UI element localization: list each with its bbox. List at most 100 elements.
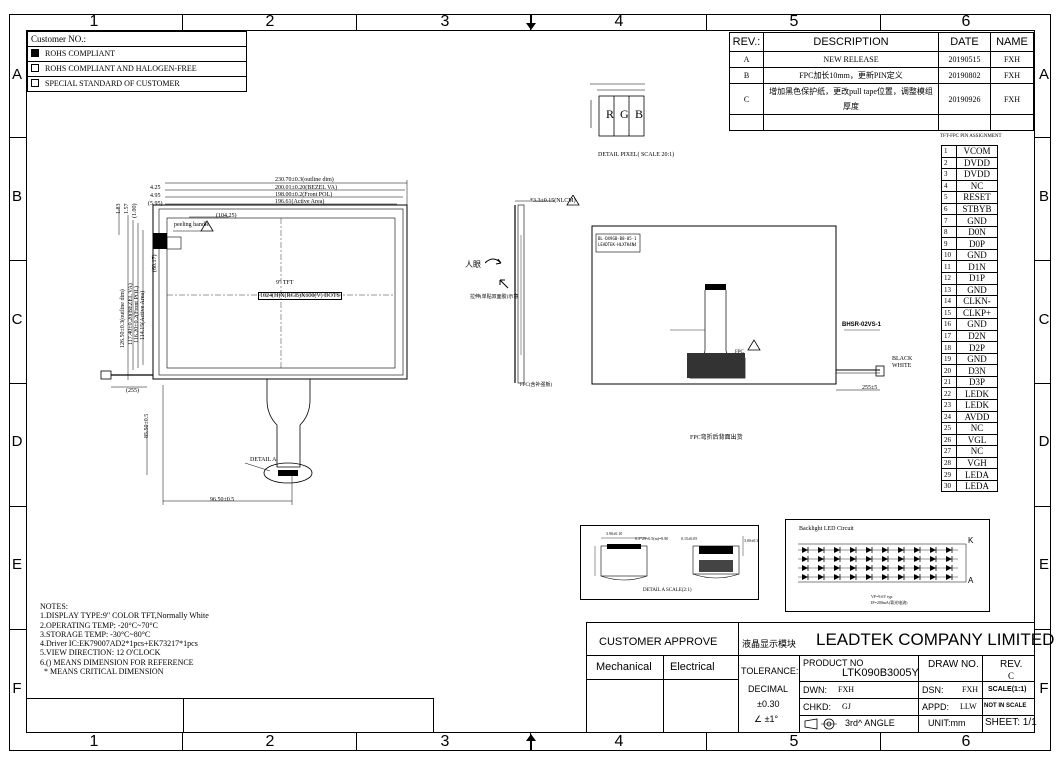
pin-signal: NC <box>956 179 998 193</box>
led-diode-icon <box>946 565 952 571</box>
pin-number: 26 <box>941 433 957 447</box>
pin-signal: D0P <box>956 237 998 250</box>
detail-a-box: 3.90±0.10 0.3*29+0.5(m)=8.90 0.15±0.05 3… <box>580 525 759 600</box>
led-diode-icon <box>930 547 936 553</box>
pin-number: 11 <box>941 260 957 273</box>
column-number: 2 <box>265 13 275 30</box>
led-diode-icon <box>882 574 888 580</box>
led-diode-icon <box>834 565 840 571</box>
pin-number: 17 <box>941 329 957 343</box>
electrical-label: Electrical <box>670 661 715 673</box>
column-number: 4 <box>614 733 624 750</box>
pin-number: 20 <box>941 364 957 377</box>
row-letter: C <box>1038 311 1050 328</box>
pin-number: 8 <box>941 225 957 239</box>
led-diode-icon <box>850 547 856 553</box>
led-diode-icon <box>882 565 888 571</box>
checkbox-checked-icon[interactable] <box>31 49 39 57</box>
checkbox-empty-icon[interactable] <box>31 64 39 72</box>
dim-bezel-width: 200.01±0.20(BEZEL VA) <box>275 185 338 191</box>
pin-signal: D3N <box>956 364 998 377</box>
led-diode-icon <box>834 574 840 580</box>
pin-number: 24 <box>941 410 957 424</box>
rear-view-caption: FPC弯折后背面出货 <box>690 435 743 441</box>
column-number: 5 <box>789 733 799 750</box>
resolution-label: 1024(H)X(RGB)X600(V) DOTS <box>258 292 342 300</box>
pin-signal: D1P <box>956 272 998 285</box>
detail-a-dim: 3.00±0.3 <box>744 538 759 543</box>
pin-number: 15 <box>941 306 957 320</box>
eye-label: 人眼 <box>465 260 481 269</box>
column-number: 1 <box>89 13 99 30</box>
bottom-left-divider <box>183 698 184 733</box>
compliance-option[interactable]: ROHS COMPLIANT AND HALOGEN-FREE <box>27 61 247 77</box>
row-letter: B <box>11 188 22 205</box>
dim-104: (104.25) <box>216 213 237 219</box>
pin-signal: LEDK <box>956 387 998 401</box>
led-diode-icon <box>834 556 840 562</box>
compliance-option[interactable]: SPECIAL STANDARD OF CUSTOMER <box>27 76 247 92</box>
pin-signal: D0N <box>956 225 998 239</box>
pin-table-title: TFT-FPC PIN ASSIGNMENT <box>940 134 1002 139</box>
pin-signal: VGL <box>956 433 998 447</box>
pin-signal: VGH <box>956 456 998 470</box>
led-diode-icon <box>850 574 856 580</box>
pin-signal: GND <box>956 352 998 366</box>
column-number: 6 <box>961 733 971 750</box>
pin-signal: NC <box>956 422 998 435</box>
pin-signal: VCOM <box>956 145 998 158</box>
tolerance-label: TOLERANCE: <box>741 666 799 676</box>
compliance-option[interactable]: ROHS COMPLIANT <box>27 46 247 62</box>
drawing-inner-frame <box>26 30 1035 733</box>
title-block-frame <box>586 622 1035 733</box>
led-diode-icon <box>818 565 824 571</box>
tolerance-decimal: ±0.30 <box>757 699 780 709</box>
pixel-letter-r: R <box>606 107 615 121</box>
checkbox-empty-icon[interactable] <box>31 79 39 87</box>
pin-number: 18 <box>941 341 957 354</box>
rear-view-drawing <box>591 225 885 391</box>
draw-no-label: DRAW NO. <box>928 659 979 670</box>
dim-255: (255) <box>126 388 139 394</box>
company-name: LEADTEK COMPANY LIMITED <box>816 630 1055 649</box>
detail-a-caption: DETAIL A SCALE(2:1) <box>643 588 692 593</box>
notes-title: NOTES: <box>40 602 68 611</box>
led-note: IF=200mA(背光电流) <box>871 600 908 605</box>
led-diode-icon <box>930 565 936 571</box>
front-view-drawing <box>100 180 408 505</box>
dim-85: 85.50±0.5 <box>144 413 150 438</box>
not-in-scale: NOT IN SCALE <box>984 703 1027 709</box>
rev-label: REV. <box>1000 659 1023 670</box>
side-note: 拉伸(单贴双面胶)示意 <box>470 295 519 300</box>
pin-signal: RESET <box>956 191 998 204</box>
led-diode-icon <box>818 574 824 580</box>
led-diode-icon <box>898 547 904 553</box>
appd-label: APPD: <box>922 702 950 712</box>
led-diode-icon <box>930 556 936 562</box>
led-diode-icon <box>898 556 904 562</box>
pin-signal: D2N <box>956 329 998 343</box>
dim-small-vert: 1.57 <box>124 203 130 215</box>
pin-signal: CLKN- <box>956 295 998 308</box>
column-number: 2 <box>265 733 275 750</box>
pin-signal: GND <box>956 214 998 227</box>
dsn-label: DSN: <box>922 685 944 695</box>
pin-number: 28 <box>941 456 957 470</box>
pixel-letter-b: B <box>635 107 644 121</box>
pin-number: 13 <box>941 283 957 297</box>
led-diode-icon <box>914 565 920 571</box>
pin-number: 19 <box>941 352 957 366</box>
detail-a-dim: 3.90±0.10 <box>606 531 623 536</box>
dim-active-height: 114.15(Active Area) <box>140 290 146 340</box>
row-letter: C <box>11 311 23 328</box>
pin-signal: NC <box>956 445 998 458</box>
dim-small: 4.95 <box>150 193 161 199</box>
